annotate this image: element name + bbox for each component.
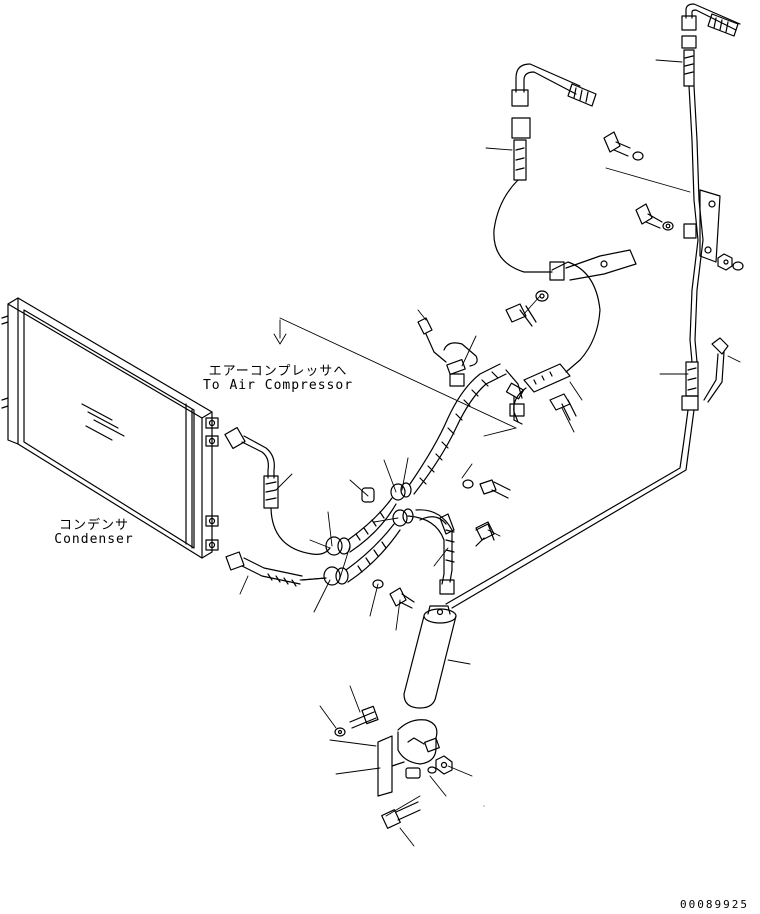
- compressor-label-en: To Air Compressor: [202, 378, 354, 393]
- misc-bolts: [372, 479, 511, 609]
- condenser-label-jp: コンデンサ: [58, 518, 129, 533]
- condenser-lower-pipe: [225, 551, 327, 587]
- condenser-upper-pipe: [224, 426, 331, 555]
- condenser-label-en: Condenser: [54, 532, 134, 547]
- compressor-hose: [409, 317, 525, 495]
- right-liquid-pipe: [445, 3, 744, 609]
- condenser: [1, 297, 219, 559]
- drawing-number: 00089925: [680, 898, 749, 911]
- upper-suction-hose: [493, 63, 637, 373]
- hose-joints: [323, 482, 414, 586]
- receiver-drier: [403, 509, 495, 709]
- compressor-label-jp: エアーコンプレッサへ: [208, 364, 348, 379]
- drier-clamp: [334, 705, 453, 829]
- hose-bolts: [505, 290, 577, 421]
- leader-lines: [239, 59, 741, 847]
- lower-suction-hose-end: [509, 363, 571, 423]
